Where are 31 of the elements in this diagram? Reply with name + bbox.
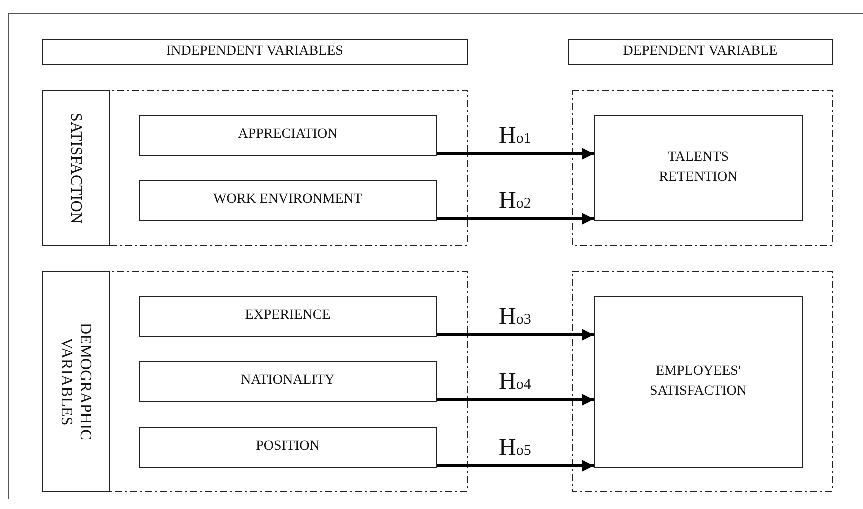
arrow (437, 460, 594, 472)
header-box (568, 39, 833, 65)
variable-box (139, 180, 437, 221)
variable-box (139, 296, 437, 337)
dashed-group-box (572, 90, 833, 246)
arrow (437, 394, 594, 406)
box-label: DEPENDENT VARIABLE (623, 42, 778, 61)
box-label: EMPLOYEES' SATISFACTION (649, 362, 748, 401)
dashed-group-box (42, 271, 468, 492)
group-label: DEMOGRAPHIC VARIABLES (57, 322, 96, 442)
box-label: POSITION (256, 438, 320, 456)
box-label: APPRECIATION (238, 126, 338, 144)
dashed-group-box (42, 90, 468, 246)
group-label: SATISFACTION (66, 112, 86, 224)
variable-box (594, 115, 803, 221)
box-label: WORK ENVIRONMENT (214, 191, 362, 210)
arrow (437, 213, 594, 225)
variable-box (139, 427, 437, 468)
arrow (437, 148, 594, 160)
variable-box (594, 296, 803, 468)
variable-box (139, 115, 437, 156)
group-label-box (42, 90, 110, 246)
dashed-group-box (572, 271, 833, 492)
variable-box (139, 361, 437, 402)
group-label-box (42, 271, 110, 492)
header-box (42, 39, 468, 65)
arrow (437, 329, 594, 341)
box-label: INDEPENDENT VARIABLES (166, 42, 344, 61)
box-label: TALENTS RETENTION (658, 148, 739, 187)
box-label: NATIONALITY (240, 372, 336, 390)
box-label: EXPERIENCE (245, 307, 331, 326)
